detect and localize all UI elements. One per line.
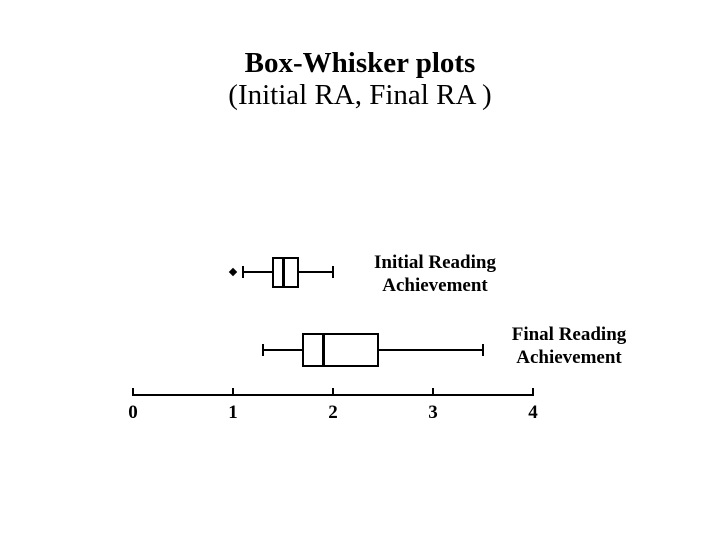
box-iqr xyxy=(272,257,299,288)
series-label-line: Initial Reading xyxy=(374,252,496,273)
title-block: Box-Whisker plots (Initial RA, Final RA … xyxy=(0,47,720,111)
x-axis-tick-label: 3 xyxy=(428,402,438,423)
whisker-line-right xyxy=(298,271,333,273)
whisker-line-right xyxy=(378,349,483,351)
series-label-line: Achievement xyxy=(516,347,622,368)
page-title: Box-Whisker plots xyxy=(244,47,476,79)
page-subtitle: (Initial RA, Final RA ) xyxy=(228,79,492,111)
series-label-final-reading: Final Reading Achievement xyxy=(494,323,644,369)
x-axis-tick xyxy=(332,388,334,396)
whisker-cap xyxy=(262,344,264,356)
x-axis-tick-label: 1 xyxy=(228,402,238,423)
outlier-marker xyxy=(228,267,238,277)
whisker-line-left xyxy=(263,349,303,351)
x-axis-tick xyxy=(132,388,134,396)
x-axis-tick xyxy=(532,388,534,396)
series-label-line: Final Reading xyxy=(511,324,627,345)
box-iqr xyxy=(302,333,379,367)
series-label-line: Achievement xyxy=(382,275,488,296)
x-axis-tick-label: 2 xyxy=(328,402,338,423)
x-axis-tick xyxy=(432,388,434,396)
whisker-cap xyxy=(242,266,244,278)
whisker-cap xyxy=(332,266,334,278)
x-axis-tick-label: 0 xyxy=(128,402,138,423)
x-axis-tick xyxy=(232,388,234,396)
median-line xyxy=(282,257,285,288)
x-axis-tick-label: 4 xyxy=(528,402,538,423)
whisker-cap xyxy=(482,344,484,356)
median-line xyxy=(322,333,325,367)
whisker-line-left xyxy=(243,271,273,273)
series-label-initial-reading: Initial Reading Achievement xyxy=(360,251,510,297)
